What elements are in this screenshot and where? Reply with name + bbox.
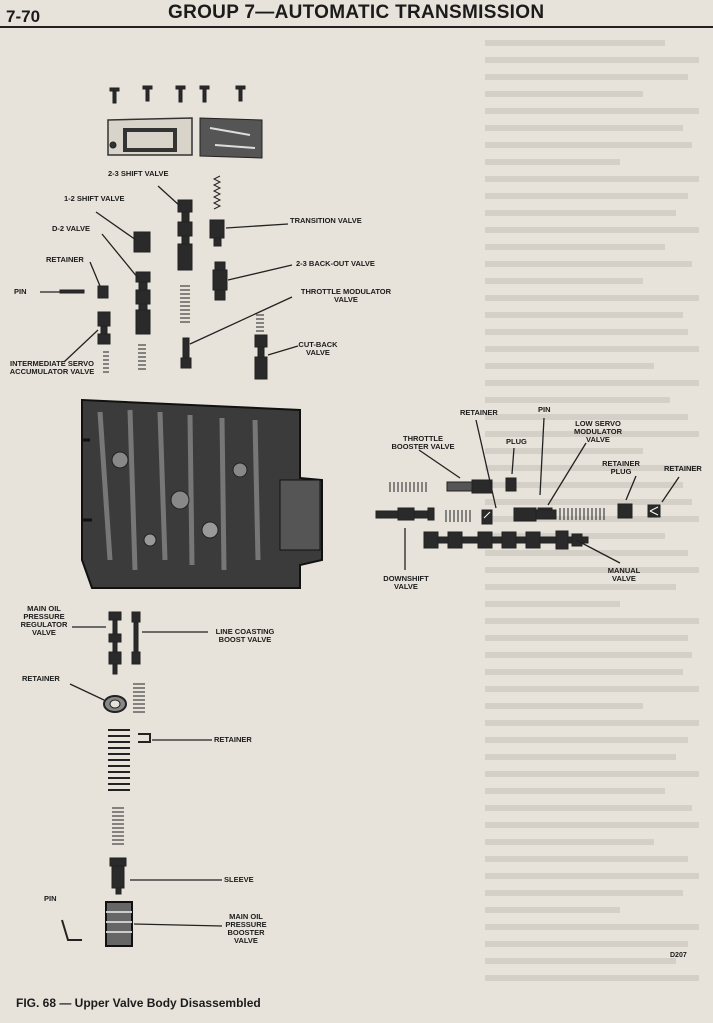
- label-transition-valve: TRANSITION VALVE: [290, 216, 362, 225]
- figure-caption: FIG. 68 — Upper Valve Body Disassembled: [16, 996, 261, 1010]
- label-main-oil-pressure-regulator-valve: MAIN OIL PRESSURE REGULATOR VALVE: [20, 604, 68, 637]
- label-cut-back-valve: CUT-BACK VALVE: [298, 340, 338, 357]
- label-intermediate-servo-accumulator-valve: INTERMEDIATE SERVO ACCUMULATOR VALVE: [9, 359, 95, 376]
- label-throttle-modulator-valve: THROTTLE MODULATOR VALVE: [300, 287, 392, 304]
- label-2-3-back-out-valve: 2-3 BACK-OUT VALVE: [296, 259, 375, 268]
- label-pin-top: PIN: [14, 287, 27, 296]
- label-manual-valve: MANUAL VALVE: [607, 566, 641, 583]
- label-retainer-mid: RETAINER: [214, 735, 252, 744]
- page-header: 7-70 GROUP 7—AUTOMATIC TRANSMISSION: [0, 0, 713, 30]
- label-retainer-top: RETAINER: [46, 255, 84, 264]
- label-main-oil-pressure-booster-valve: MAIN OIL PRESSURE BOOSTER VALVE: [225, 912, 267, 945]
- label-pin-bottom: PIN: [44, 894, 57, 903]
- label-low-servo-modulator-valve: LOW SERVO MODULATOR VALVE: [573, 419, 623, 444]
- label-plug: PLUG: [506, 437, 527, 446]
- valve-body-illustration: [40, 85, 680, 947]
- page-title: GROUP 7—AUTOMATIC TRANSMISSION: [168, 2, 545, 23]
- label-line-coasting-boost-valve: LINE COASTING BOOST VALVE: [215, 627, 275, 644]
- label-retainer-plug: RETAINER PLUG: [602, 459, 640, 476]
- label-retainer-right1: RETAINER: [460, 408, 498, 417]
- label-d-2-valve: D-2 VALVE: [52, 224, 91, 233]
- figure-code: D207: [670, 952, 687, 959]
- page-number: 7-70: [6, 7, 41, 26]
- label-1-2-shift-valve: 1-2 SHIFT VALVE: [64, 194, 125, 203]
- label-retainer-left: RETAINER: [22, 674, 60, 683]
- label-sleeve: SLEEVE: [224, 875, 254, 884]
- label-2-3-shift-valve: 2-3 SHIFT VALVE: [108, 169, 169, 178]
- valve-body-casting: [81, 398, 323, 589]
- label-throttle-booster-valve: THROTTLE BOOSTER VALVE: [391, 434, 455, 451]
- label-retainer-right2: RETAINER: [664, 464, 702, 473]
- screws: [109, 85, 246, 104]
- label-pin-right: PIN: [538, 405, 551, 414]
- bleed-through-text: [485, 40, 710, 1000]
- label-downshift-valve: DOWNSHIFT VALVE: [383, 574, 429, 591]
- header-rule: [0, 26, 713, 28]
